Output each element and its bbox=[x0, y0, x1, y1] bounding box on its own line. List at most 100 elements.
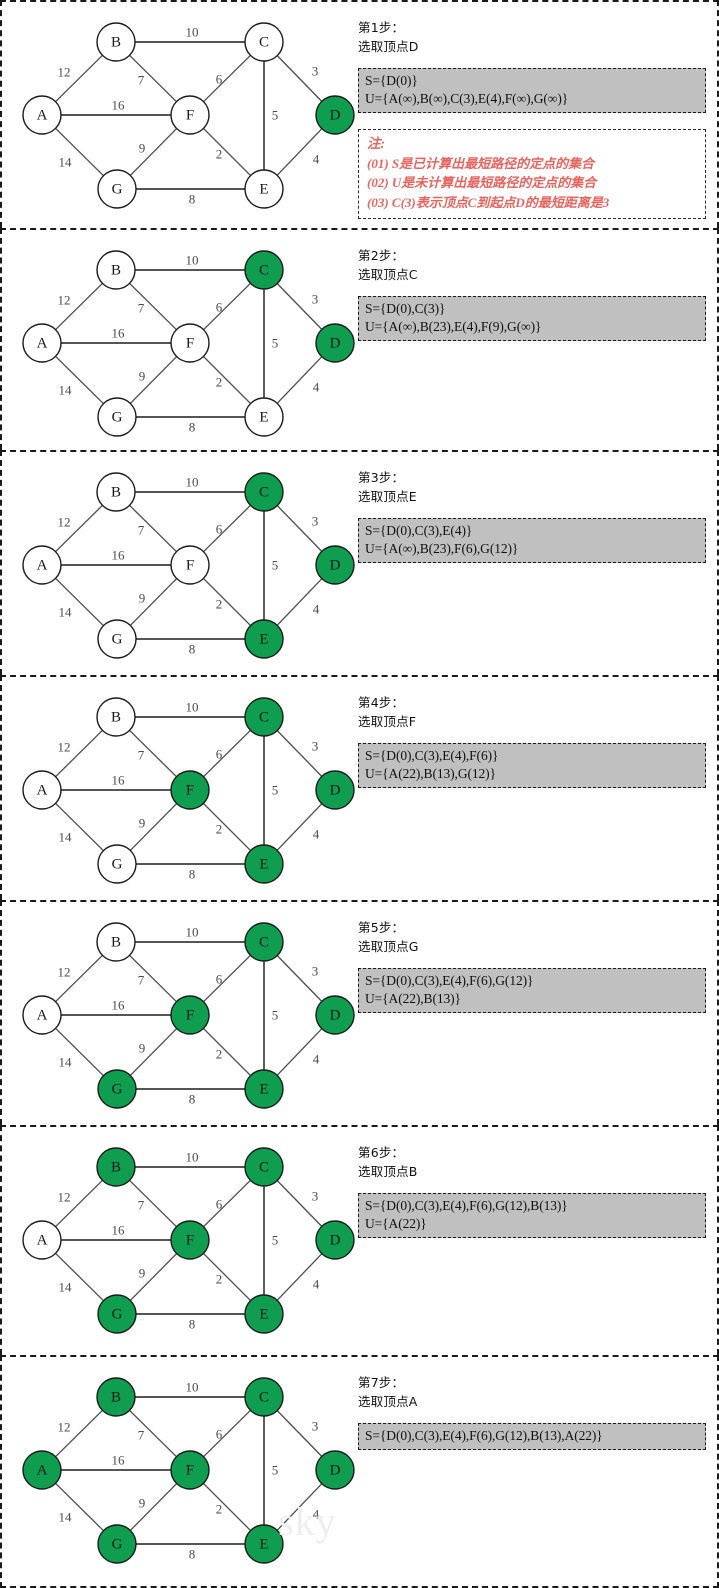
graph-edge-CF bbox=[203, 54, 251, 103]
graph-node-label-D: D bbox=[330, 108, 341, 124]
edge-weight-FG: 9 bbox=[139, 1496, 146, 1511]
graph-node-E[interactable] bbox=[244, 844, 284, 884]
edge-weight-CE: 5 bbox=[272, 558, 279, 573]
edge-weight-FE: 2 bbox=[216, 1047, 223, 1062]
edge-weight-CE: 5 bbox=[272, 1463, 279, 1478]
graph-node-E[interactable] bbox=[244, 1069, 284, 1109]
graph-node-C[interactable] bbox=[244, 922, 284, 962]
graph-node-A[interactable] bbox=[22, 1450, 62, 1490]
graph-node-C[interactable] bbox=[244, 22, 284, 62]
graph-node-F[interactable] bbox=[170, 1450, 210, 1490]
graph-node-label-E: E bbox=[259, 1307, 268, 1323]
graph-node-F[interactable] bbox=[170, 1220, 210, 1260]
edge-weight-GE: 8 bbox=[189, 1547, 196, 1562]
graph-node-label-E: E bbox=[259, 1537, 268, 1553]
graph-edge-AG bbox=[55, 802, 104, 852]
edge-weight-BC: 10 bbox=[186, 925, 199, 940]
graph-node-D[interactable] bbox=[315, 770, 355, 810]
graph-edge-CD bbox=[276, 1180, 323, 1227]
graph-node-F[interactable] bbox=[170, 95, 210, 135]
graph-edge-AG bbox=[55, 1252, 104, 1302]
graph-edge-CF bbox=[203, 1179, 251, 1228]
step-title: 第3步： 选取顶点E bbox=[358, 470, 417, 505]
graph-node-label-D: D bbox=[330, 558, 341, 574]
graph-node-label-G: G bbox=[112, 1082, 123, 1098]
edge-weight-AB: 12 bbox=[58, 740, 71, 755]
graph-node-B[interactable] bbox=[96, 22, 136, 62]
edge-weight-FG: 9 bbox=[139, 816, 146, 831]
graph-node-A[interactable] bbox=[22, 323, 62, 363]
graph-edge-FG bbox=[129, 128, 178, 176]
graph-node-label-E: E bbox=[259, 410, 268, 426]
graph-node-C[interactable] bbox=[244, 250, 284, 290]
graph-node-D[interactable] bbox=[315, 1220, 355, 1260]
graph-node-D[interactable] bbox=[315, 545, 355, 585]
graph-node-E[interactable] bbox=[244, 1294, 284, 1334]
graph-node-A[interactable] bbox=[22, 95, 62, 135]
legend-note-heading: 注: bbox=[367, 136, 385, 152]
set-state-box: S={D(0),C(3),E(4),F(6),G(12),B(13),A(22)… bbox=[358, 1422, 706, 1450]
graph-node-F[interactable] bbox=[170, 995, 210, 1035]
graph-node-B[interactable] bbox=[96, 1147, 136, 1187]
graph-node-B[interactable] bbox=[96, 922, 136, 962]
step-title: 第5步： 选取顶点G bbox=[358, 920, 419, 955]
graph-node-G[interactable] bbox=[97, 169, 137, 209]
graph-node-D[interactable] bbox=[315, 1450, 355, 1490]
graph-node-E[interactable] bbox=[244, 397, 284, 437]
graph-edge-AB bbox=[55, 1179, 103, 1228]
graph-node-D[interactable] bbox=[315, 323, 355, 363]
graph-node-G[interactable] bbox=[97, 1524, 137, 1564]
edge-weight-FE: 2 bbox=[216, 822, 223, 837]
graph-node-E[interactable] bbox=[244, 169, 284, 209]
edge-weight-ED: 4 bbox=[313, 1277, 320, 1292]
graph-node-label-G: G bbox=[112, 182, 123, 198]
graph-node-A[interactable] bbox=[22, 995, 62, 1035]
graph-node-G[interactable] bbox=[97, 397, 137, 437]
set-state-box: S={D(0),C(3),E(4),F(6)}U={A(22),B(13),G(… bbox=[358, 742, 706, 789]
graph-node-F[interactable] bbox=[170, 323, 210, 363]
graph-node-F[interactable] bbox=[170, 545, 210, 585]
graph-node-D[interactable] bbox=[315, 95, 355, 135]
graph-node-G[interactable] bbox=[97, 1069, 137, 1109]
graph-node-E[interactable] bbox=[244, 619, 284, 659]
graph-node-B[interactable] bbox=[96, 472, 136, 512]
graph-node-label-B: B bbox=[111, 263, 121, 279]
graph-node-C[interactable] bbox=[244, 472, 284, 512]
graph-node-E[interactable] bbox=[244, 1524, 284, 1564]
set-line: S={D(0)} bbox=[365, 72, 418, 88]
graph-node-A[interactable] bbox=[22, 545, 62, 585]
graph-node-G[interactable] bbox=[97, 1294, 137, 1334]
graph-node-B[interactable] bbox=[96, 1377, 136, 1417]
edge-weight-CF: 6 bbox=[216, 72, 223, 87]
edge-weight-CD: 3 bbox=[312, 292, 319, 307]
graph-node-B[interactable] bbox=[96, 250, 136, 290]
graph-node-G[interactable] bbox=[97, 619, 137, 659]
graph-node-A[interactable] bbox=[22, 1220, 62, 1260]
graph-node-C[interactable] bbox=[244, 1147, 284, 1187]
graph-edge-AB bbox=[55, 729, 103, 778]
set-line: U={A(22),B(13),G(12)} bbox=[365, 765, 496, 781]
edge-weight-AF: 16 bbox=[112, 998, 126, 1013]
graph-node-G[interactable] bbox=[97, 844, 137, 884]
edge-weight-FE: 2 bbox=[216, 597, 223, 612]
graph-node-C[interactable] bbox=[244, 697, 284, 737]
edge-weight-AF: 16 bbox=[112, 773, 126, 788]
graph-node-A[interactable] bbox=[22, 770, 62, 810]
graph-node-F[interactable] bbox=[170, 770, 210, 810]
graph-edge-FG bbox=[129, 1253, 178, 1301]
graph-node-C[interactable] bbox=[244, 1377, 284, 1417]
graph-node-label-G: G bbox=[112, 632, 123, 648]
graph-node-D[interactable] bbox=[315, 995, 355, 1035]
graph-node-B[interactable] bbox=[96, 697, 136, 737]
graph-node-label-C: C bbox=[259, 263, 269, 279]
edge-weight-CD: 3 bbox=[312, 514, 319, 529]
